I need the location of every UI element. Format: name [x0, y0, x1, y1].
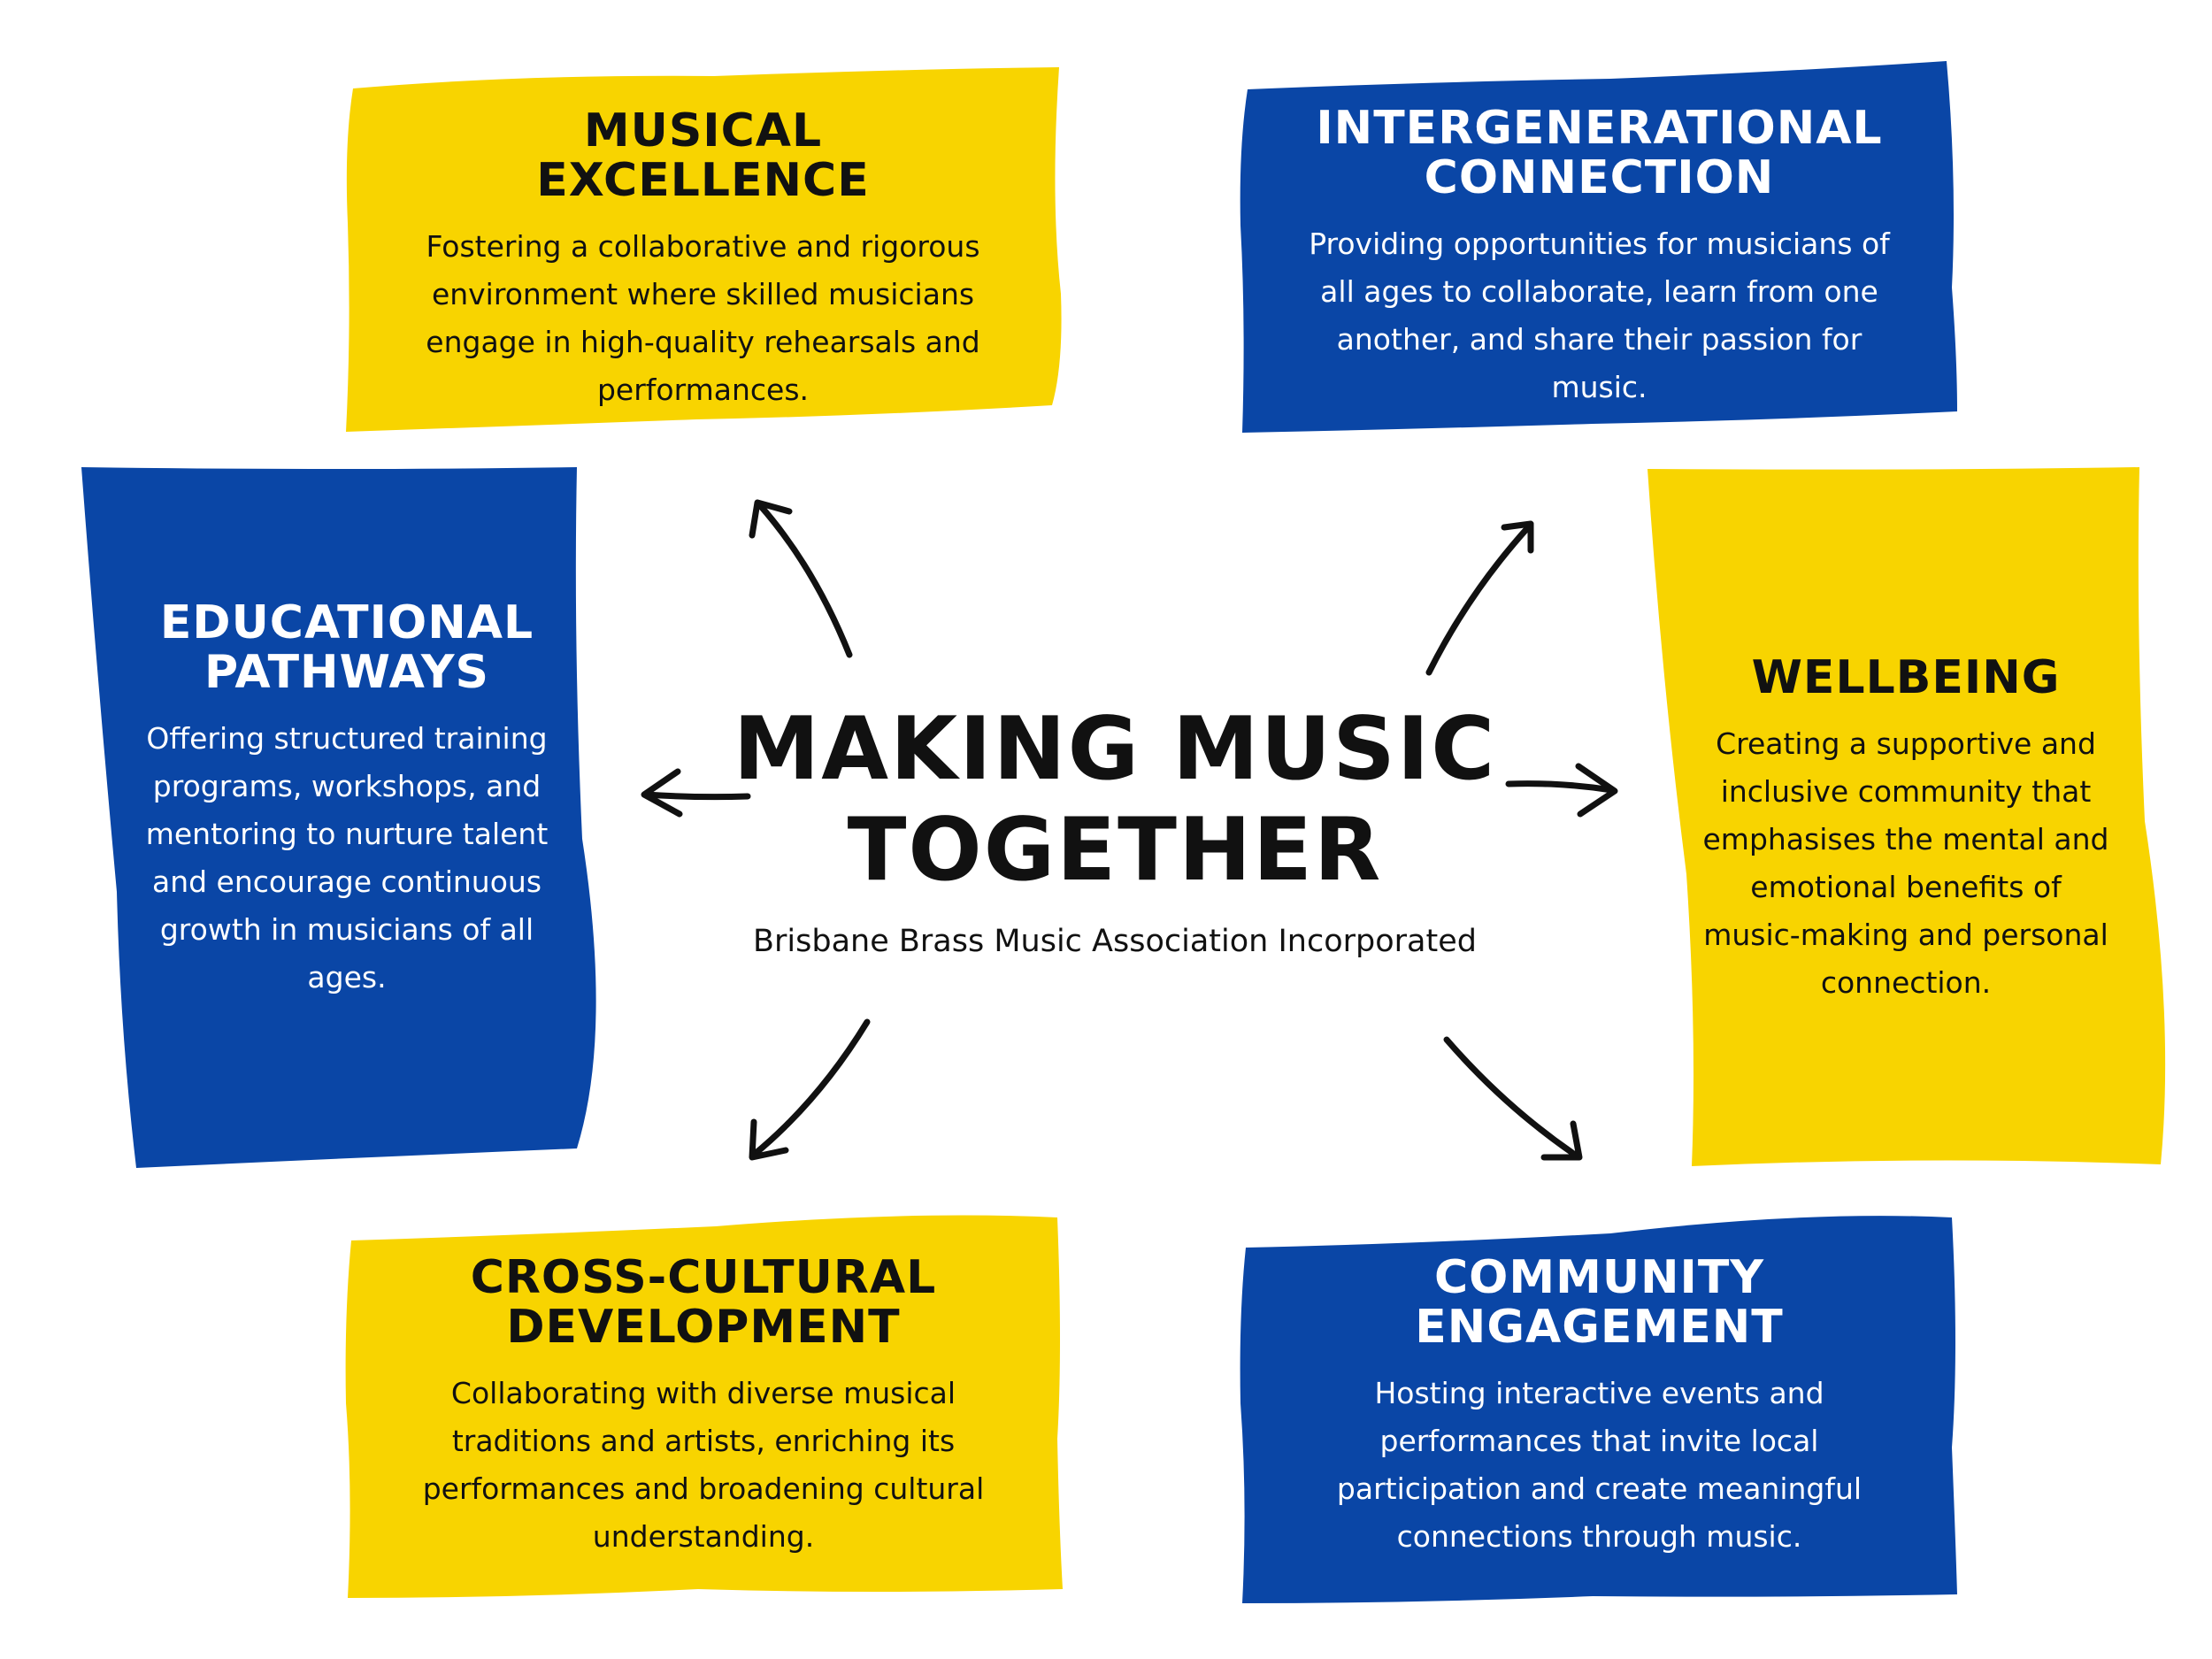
- central-heading-group: MAKING MUSIC TOGETHER Brisbane Brass Mus…: [726, 699, 1504, 959]
- arrow-to-cross-cultural-development: [749, 1018, 871, 1161]
- card-title-line-2: PATHWAYS: [204, 646, 489, 699]
- card-background-blue: [1240, 1216, 1957, 1603]
- card-description: Providing opportunities for musicians of…: [1309, 227, 1890, 404]
- card-title-line-1: COMMUNITY: [1433, 1251, 1765, 1304]
- card-wellbeing: WELLBEING Creating a supportive and incl…: [1644, 467, 2168, 1166]
- arrow-to-musical-excellence: [749, 499, 853, 658]
- card-educational-pathways: EDUCATIONAL PATHWAYS Offering structured…: [81, 467, 612, 1168]
- card-description: Hosting interactive events and performan…: [1336, 1376, 1863, 1554]
- card-title-line-1: EDUCATIONAL: [159, 596, 534, 649]
- card-intergenerational-connection: INTERGENERATIONAL CONNECTION Providing o…: [1239, 58, 1960, 435]
- main-title-line-2: TOGETHER: [847, 800, 1383, 901]
- arrow-to-wellbeing: [1505, 763, 1618, 818]
- card-title: WELLBEING: [1751, 651, 2061, 704]
- card-description: Collaborating with diverse musical tradi…: [422, 1376, 985, 1554]
- card-community-engagement: COMMUNITY ENGAGEMENT Hosting interactive…: [1239, 1209, 1960, 1603]
- card-description: Creating a supportive and inclusive comm…: [1702, 726, 2109, 1000]
- arrow-to-community-engagement: [1443, 1036, 1583, 1161]
- card-background-blue: [81, 467, 596, 1168]
- main-title-line-1: MAKING MUSIC: [733, 699, 1497, 800]
- card-cross-cultural-development: CROSS-CULTURAL DEVELOPMENT Collaborating…: [344, 1209, 1064, 1598]
- card-description: Offering structured training programs, w…: [145, 721, 549, 995]
- organisation-name: Brisbane Brass Music Association Incorpo…: [753, 924, 1477, 959]
- card-title-line-2: CONNECTION: [1424, 151, 1775, 204]
- card-title-line-1: INTERGENERATIONAL: [1316, 102, 1883, 155]
- card-background-yellow: [1647, 467, 2166, 1166]
- card-musical-excellence: MUSICAL EXCELLENCE Fostering a collabora…: [342, 64, 1064, 435]
- card-title: MUSICAL EXCELLENCE: [536, 104, 870, 207]
- card-background-yellow: [346, 67, 1062, 432]
- arrow-to-intergenerational-connection: [1425, 520, 1534, 676]
- card-title-line-1: CROSS-CULTURAL: [470, 1251, 937, 1304]
- card-background-blue: [1240, 61, 1957, 433]
- card-title-line-2: ENGAGEMENT: [1415, 1301, 1784, 1354]
- card-title-line-2: DEVELOPMENT: [506, 1301, 901, 1354]
- card-background-yellow: [345, 1215, 1064, 1598]
- card-description: Fostering a collaborative and rigorous e…: [426, 229, 980, 407]
